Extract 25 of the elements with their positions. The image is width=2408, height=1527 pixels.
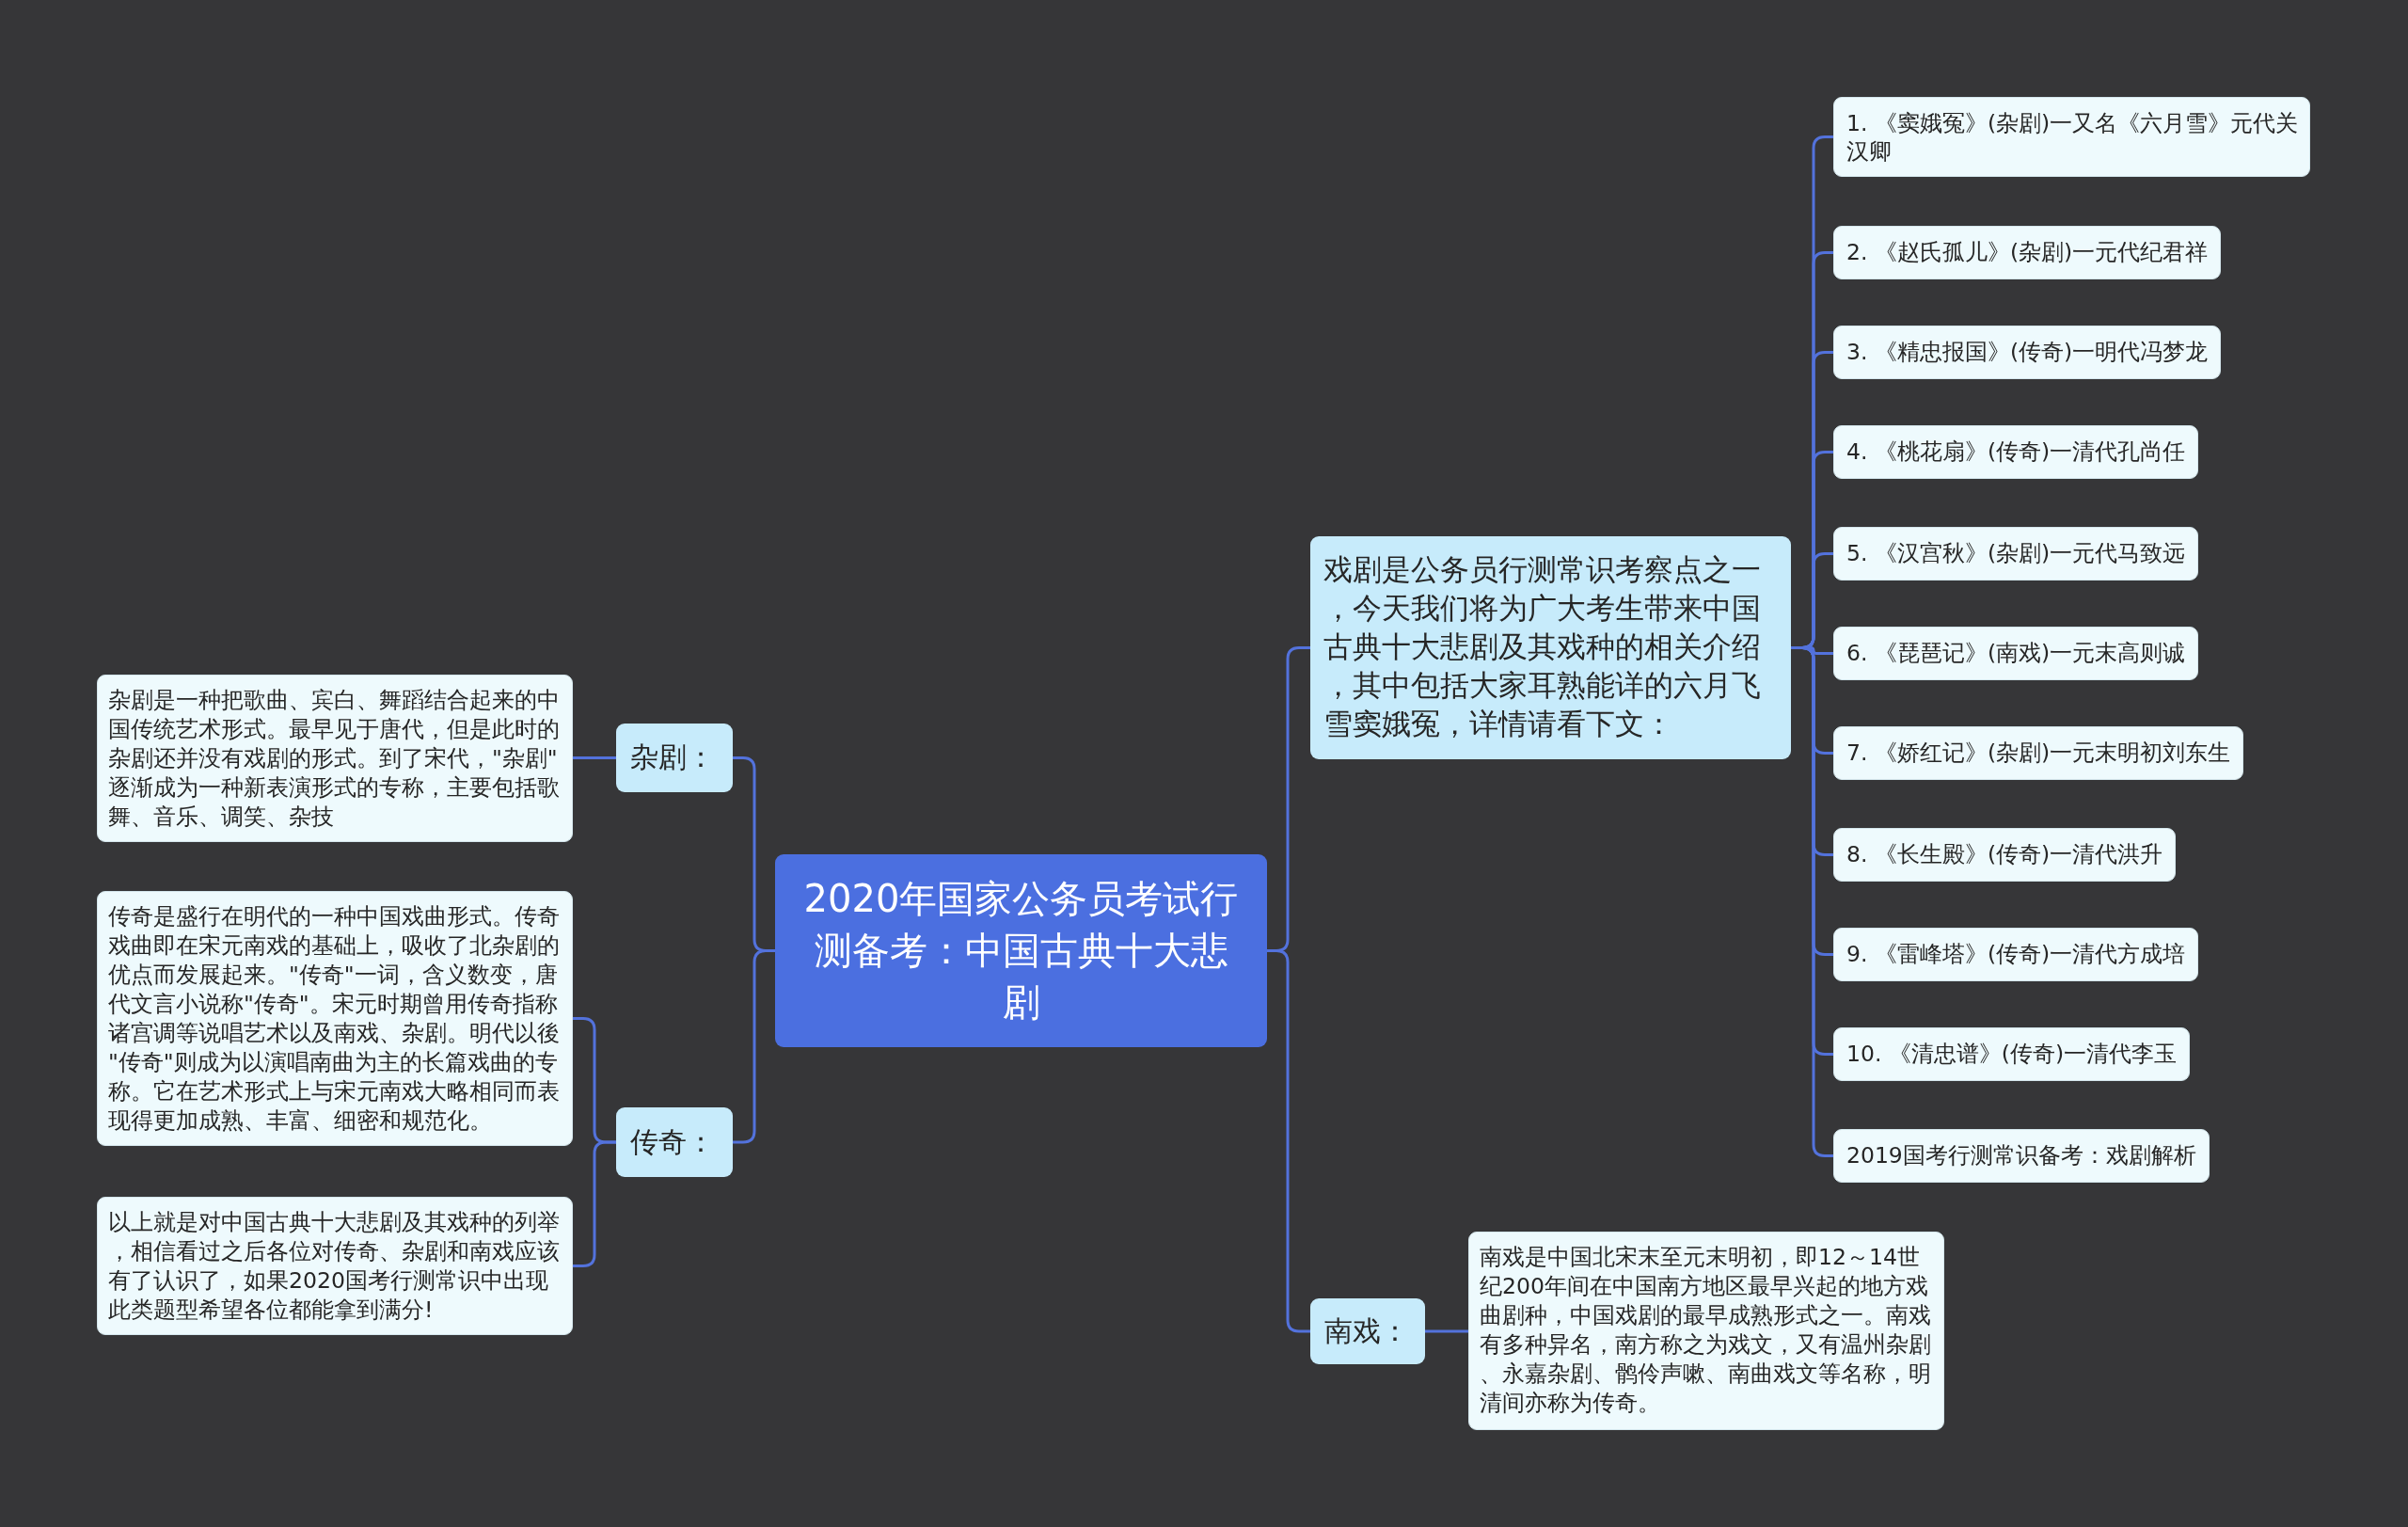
list-item-box: 3. 《精忠报国》(传奇)一明代冯梦龙 [1833, 326, 2222, 379]
connector-line [573, 1140, 616, 1267]
list-item-box: 9. 《雷峰塔》(传奇)一清代方成培 [1833, 928, 2199, 981]
connector-line [733, 949, 775, 1144]
note-box: 杂剧是一种把歌曲、宾白、舞蹈结合起来的中国传统艺术形式。最早见于唐代，但是此时的杂剧还并没有戏剧的形式。到了宋代，"杂剧"逐渐成为一种新表演形式的专称，主要包括歌舞、音乐、调笑、杂技 [97, 675, 573, 842]
note-box: 南戏是中国北宋末至元末明初，即12～14世纪200年间在中国南方地区最早兴起的地方戏曲剧种，中国戏剧的最早成熟形式之一。南戏有多种异名，南方称之为戏文，又有温州杂剧、永嘉杂剧、鹘伶声嗽、南曲戏文等名称，明清间亦称为传奇。 [1468, 1232, 1944, 1430]
list-item-box: 4. 《桃花扇》(传奇)一清代孔尚任 [1833, 425, 2199, 479]
list-item-box: 6. 《琵琶记》(南戏)一元末高则诚 [1833, 627, 2199, 680]
list-item-box: 5. 《汉宫秋》(杂剧)一元代马致远 [1833, 527, 2199, 581]
topic-box: 杂剧： [616, 724, 733, 792]
list-item-box: 2. 《赵氏孤儿》(杂剧)一元代纪君祥 [1833, 226, 2222, 279]
list-item-box: 1. 《窦娥冤》(杂剧)一又名《六月雪》元代关汉卿 [1833, 97, 2310, 177]
note-box: 以上就是对中国古典十大悲剧及其戏种的列举，相信看过之后各位对传奇、杂剧和南戏应该有了认识了，如果2020国考行测常识中出现此类题型希望各位都能拿到满分! [97, 1197, 573, 1335]
note-box: 传奇是盛行在明代的一种中国戏曲形式。传奇戏曲即在宋元南戏的基础上，吸收了北杂剧的优点而发展起来。"传奇"一词，含义数变，唐代文言小说称"传奇"。宋元时期曾用传奇指称诸宫调等说唱艺术以及南戏、杂剧。明代以後"传奇"则成为以演唱南曲为主的长篇戏曲的专称。它在艺术形式上与宋元南戏大略相同而表现得更加成熟、丰富、细密和规范化。 [97, 891, 573, 1146]
list-item-box: 10. 《清忠谱》(传奇)一清代李玉 [1833, 1027, 2191, 1081]
topic-box: 南戏： [1310, 1298, 1425, 1364]
topic-box: 传奇： [616, 1107, 733, 1177]
connector-line [1425, 1329, 1468, 1333]
central-topic-box: 2020年国家公务员考试行测备考：中国古典十大悲剧 [775, 854, 1267, 1047]
list-item-box: 7. 《娇红记》(杂剧)一元末明初刘东生 [1833, 726, 2244, 780]
topic-box: 戏剧是公务员行测常识考察点之一，今天我们将为广大考生带来中国古典十大悲剧及其戏种的相关介绍，其中包括大家耳熟能详的六月飞雪窦娥冤，详情请看下文： [1310, 536, 1791, 759]
list-item-box: 2019国考行测常识备考：戏剧解析 [1833, 1129, 2210, 1183]
connector-line [1267, 949, 1310, 1333]
connector-line [573, 756, 616, 759]
list-item-box: 8. 《长生殿》(传奇)一清代洪升 [1833, 828, 2177, 882]
